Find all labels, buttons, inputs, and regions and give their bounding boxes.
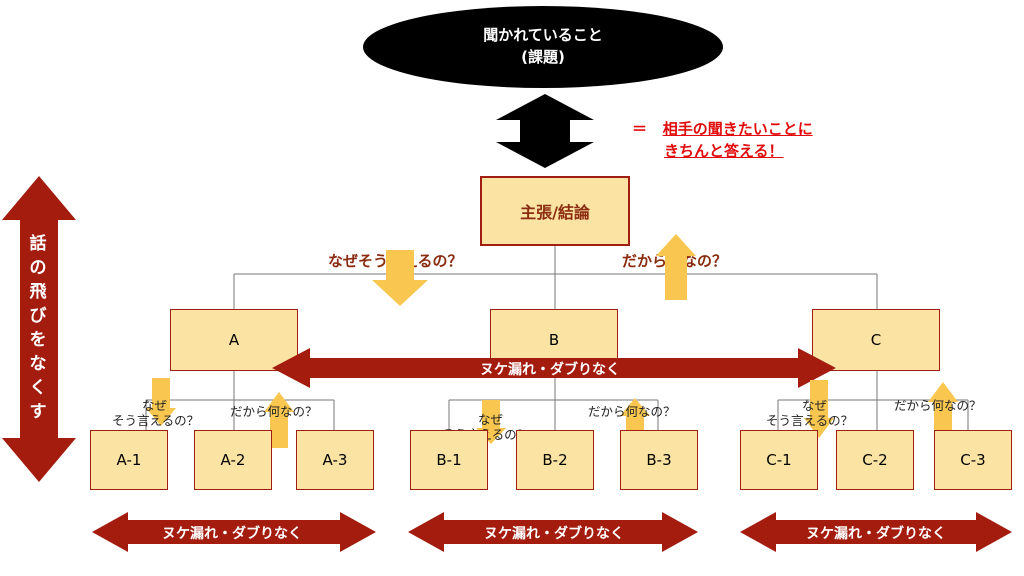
mece-label-level1: ヌケ漏れ・ダブりなく (480, 362, 620, 378)
small-down-arrow-c (804, 380, 834, 438)
small-down-arrow-a (146, 378, 176, 426)
level2-box-b1: B-1 (410, 430, 488, 490)
mece-label-c: ヌケ漏れ・ダブりなく (806, 526, 946, 542)
vertical-rail-arrow (2, 176, 76, 482)
vertical-rail-label: 話の飛びをなくす (29, 234, 47, 422)
yellow-down-arrow (372, 250, 428, 306)
so-what-question-b: だから何なの？ (588, 404, 676, 419)
level2-box-c1: C-1 (740, 430, 818, 490)
mece-arrow-level1 (272, 348, 836, 388)
answer-note: ＝ 相手の聞きたいことに きちんと答える！ (632, 120, 813, 160)
level2-box-c2: C-2 (836, 430, 914, 490)
so-what-question-a: だから何なの？ (230, 404, 318, 419)
level2-box-a3: A-3 (296, 430, 374, 490)
level2-box-a1: A-1 (90, 430, 168, 490)
level1-box-c: C (812, 309, 940, 371)
main-claim-box: 主張/結論 (480, 176, 630, 246)
level2-box-b2: B-2 (516, 430, 594, 490)
small-up-arrow-c (928, 382, 958, 442)
yellow-up-arrow (656, 234, 696, 300)
question-ellipse-label: 聞かれていること (課題) (483, 26, 603, 66)
level2-box-c3: C-3 (934, 430, 1012, 490)
level2-box-a2: A-2 (194, 430, 272, 490)
black-double-arrow (496, 94, 594, 168)
level2-box-b3: B-3 (620, 430, 698, 490)
mece-label-b: ヌケ漏れ・ダブりなく (484, 526, 624, 542)
why-question-c: なぜ そう言えるの？ (766, 398, 854, 428)
question-ellipse (363, 6, 723, 88)
why-question-a: なぜ そう言えるの？ (112, 398, 200, 428)
mece-arrows-level2 (92, 512, 1012, 552)
so-what-question-c: だから何なの？ (894, 398, 982, 413)
level1-box-a: A (170, 309, 298, 371)
mece-label-a: ヌケ漏れ・ダブりなく (162, 526, 302, 542)
